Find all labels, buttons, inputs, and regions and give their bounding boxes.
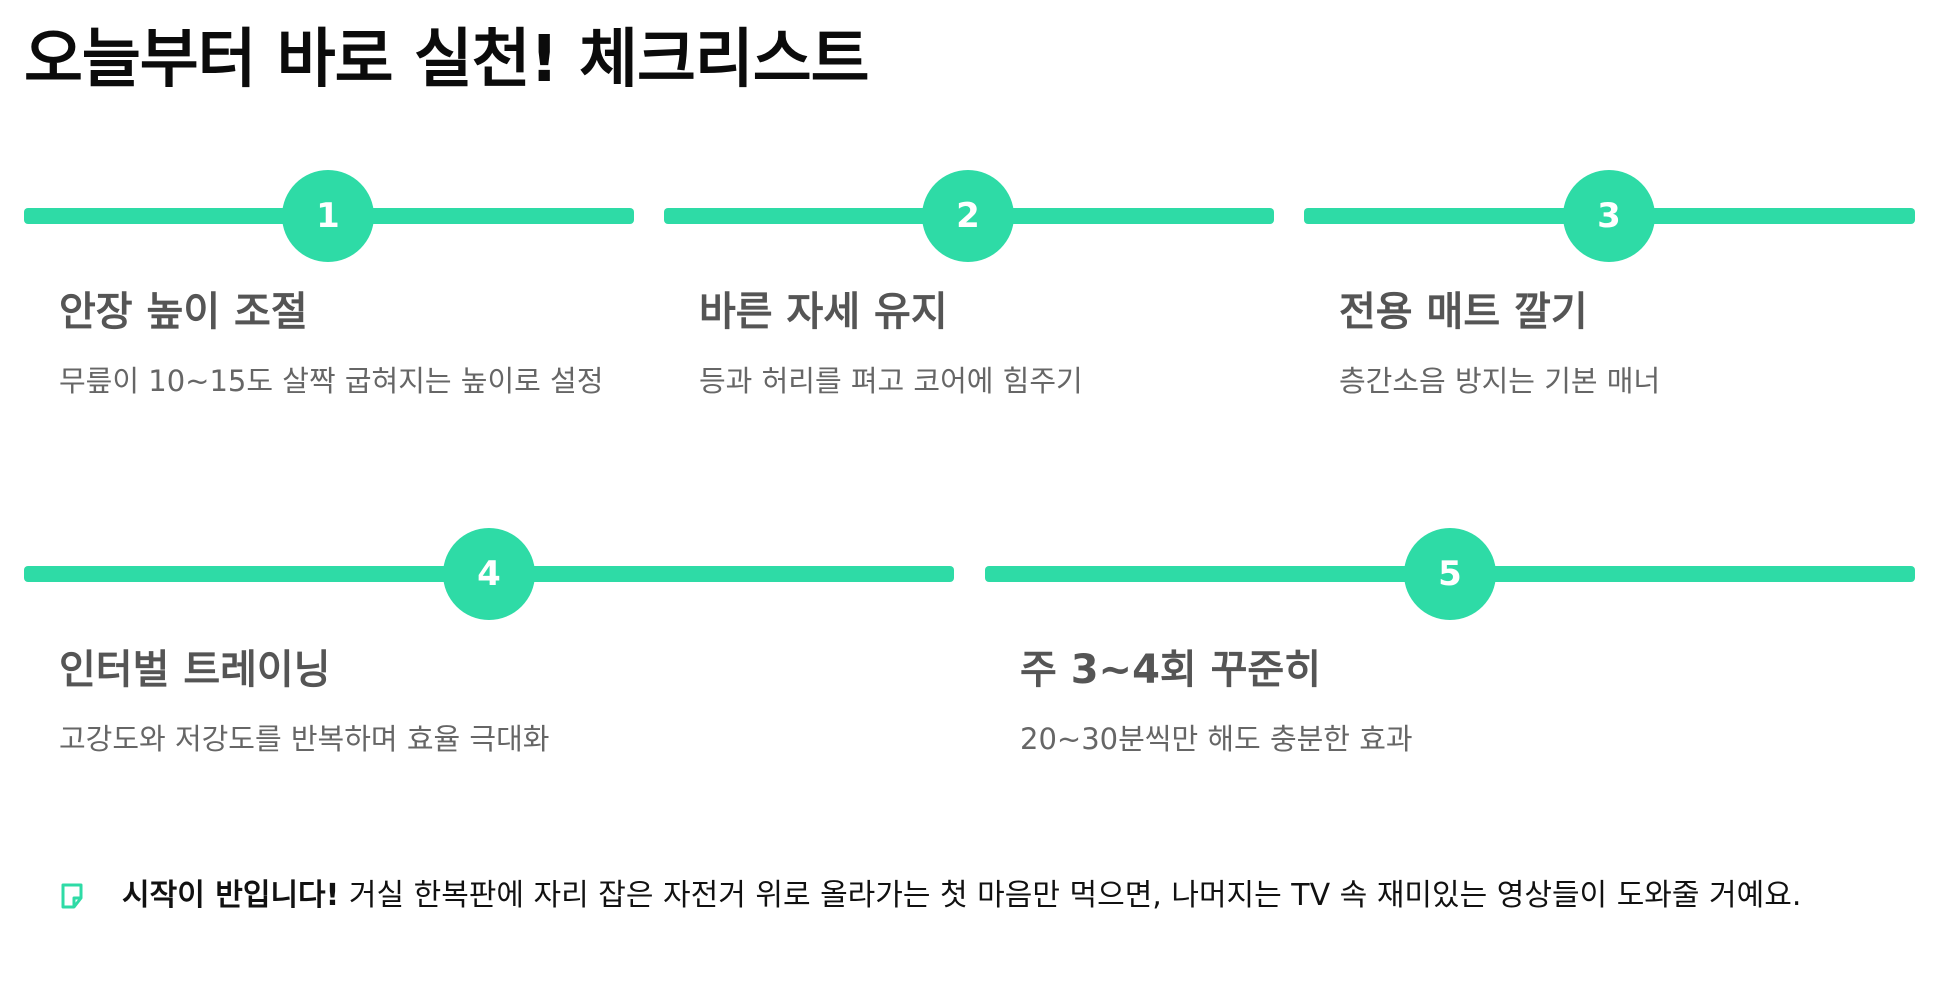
page-title: 오늘부터 바로 실천! 체크리스트 [24, 23, 869, 97]
checklist-step-4: 4 인터벌 트레이닝 고강도와 저강도를 반복하며 효율 극대화 [24, 524, 954, 774]
step-title: 안장 높이 조절 [59, 289, 308, 335]
sticky-note-icon [60, 883, 84, 909]
step-description: 층간소음 방지는 기본 매너 [1339, 364, 1661, 398]
step-title: 인터벌 트레이닝 [59, 647, 331, 693]
tip-callout: 시작이 반입니다! 거실 한복판에 자리 잡은 자전거 위로 올라가는 첫 마음… [60, 876, 1801, 916]
checklist-step-3: 3 전용 매트 깔기 층간소음 방지는 기본 매너 [1304, 166, 1915, 466]
step-number-badge: 5 [1404, 528, 1496, 620]
tip-body-text: 거실 한복판에 자리 잡은 자전거 위로 올라가는 첫 마음만 먹으면, 나머지… [339, 878, 1802, 913]
checklist-step-1: 1 안장 높이 조절 무릎이 10~15도 살짝 굽혀지는 높이로 설정 [24, 166, 634, 466]
step-number-badge: 4 [443, 528, 535, 620]
checklist-step-5: 5 주 3~4회 꾸준히 20~30분씩만 해도 충분한 효과 [985, 524, 1915, 774]
tip-text: 시작이 반입니다! 거실 한복판에 자리 잡은 자전거 위로 올라가는 첫 마음… [122, 876, 1801, 916]
step-description: 등과 허리를 펴고 코어에 힘주기 [699, 364, 1083, 398]
step-description: 고강도와 저강도를 반복하며 효율 극대화 [59, 722, 550, 756]
step-title: 바른 자세 유지 [699, 289, 948, 335]
step-number-badge: 1 [282, 170, 374, 262]
tip-bold-text: 시작이 반입니다! [122, 878, 340, 913]
step-description: 무릎이 10~15도 살짝 굽혀지는 높이로 설정 [59, 364, 604, 398]
step-description: 20~30분씩만 해도 충분한 효과 [1020, 722, 1413, 756]
step-title: 전용 매트 깔기 [1339, 289, 1588, 335]
step-title: 주 3~4회 꾸준히 [1020, 647, 1322, 693]
step-number-badge: 3 [1563, 170, 1655, 262]
step-number-badge: 2 [922, 170, 1014, 262]
checklist-step-2: 2 바른 자세 유지 등과 허리를 펴고 코어에 힘주기 [664, 166, 1274, 466]
